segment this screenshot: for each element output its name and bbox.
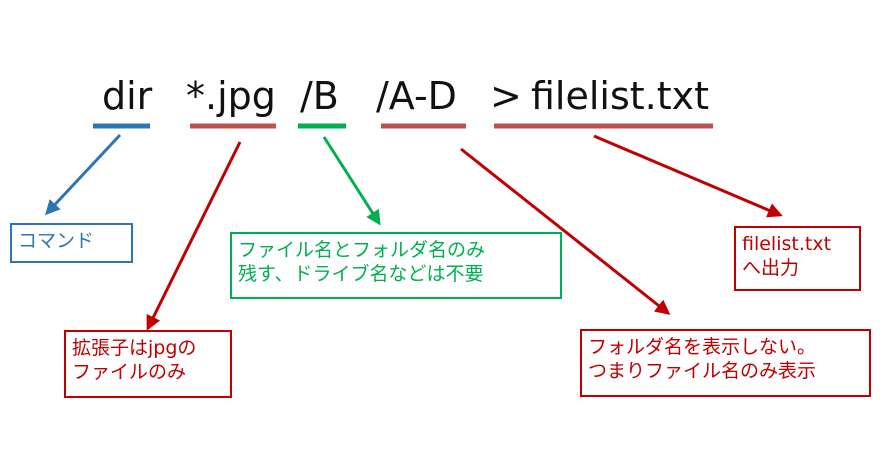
label-switch-b-line2: 残す、ドライブ名などは不要 — [238, 263, 484, 285]
token-pattern: *.jpg — [186, 74, 276, 118]
arrow-command — [44, 133, 122, 216]
token-switch-b: /B — [300, 74, 339, 118]
token-output-file: filelist.txt — [531, 74, 710, 118]
token-dir: dir — [102, 74, 153, 118]
arrow-switch-b — [322, 136, 381, 226]
label-switch-ad-box: フォルダ名を表示しない。 つまりファイル名のみ表示 — [580, 329, 871, 397]
token-switch-ad: /A-D — [376, 74, 457, 118]
arrow-output — [593, 134, 783, 218]
label-command-box: コマンド — [10, 223, 133, 263]
label-switch-b-box: ファイル名とフォルダ名のみ 残す、ドライブ名などは不要 — [230, 232, 562, 299]
label-pattern-line2: ファイルのみ — [72, 361, 187, 383]
label-output-line2: へ出力 — [742, 257, 800, 279]
label-output-line1: filelist.txt — [742, 233, 832, 255]
label-switch-ad-line2: つまりファイル名のみ表示 — [588, 360, 817, 382]
token-redirect: > — [490, 74, 522, 118]
label-pattern-line1: 拡張子はjpgの — [72, 337, 197, 359]
label-pattern-box: 拡張子はjpgの ファイルのみ — [64, 330, 232, 398]
label-output-box: filelist.txt へ出力 — [734, 226, 861, 291]
label-switch-b-line1: ファイル名とフォルダ名のみ — [238, 239, 486, 261]
label-command-text: コマンド — [18, 230, 95, 252]
arrow-switch-ad — [460, 147, 671, 315]
arrow-pattern — [146, 141, 242, 331]
label-switch-ad-line1: フォルダ名を表示しない。 — [588, 336, 817, 358]
